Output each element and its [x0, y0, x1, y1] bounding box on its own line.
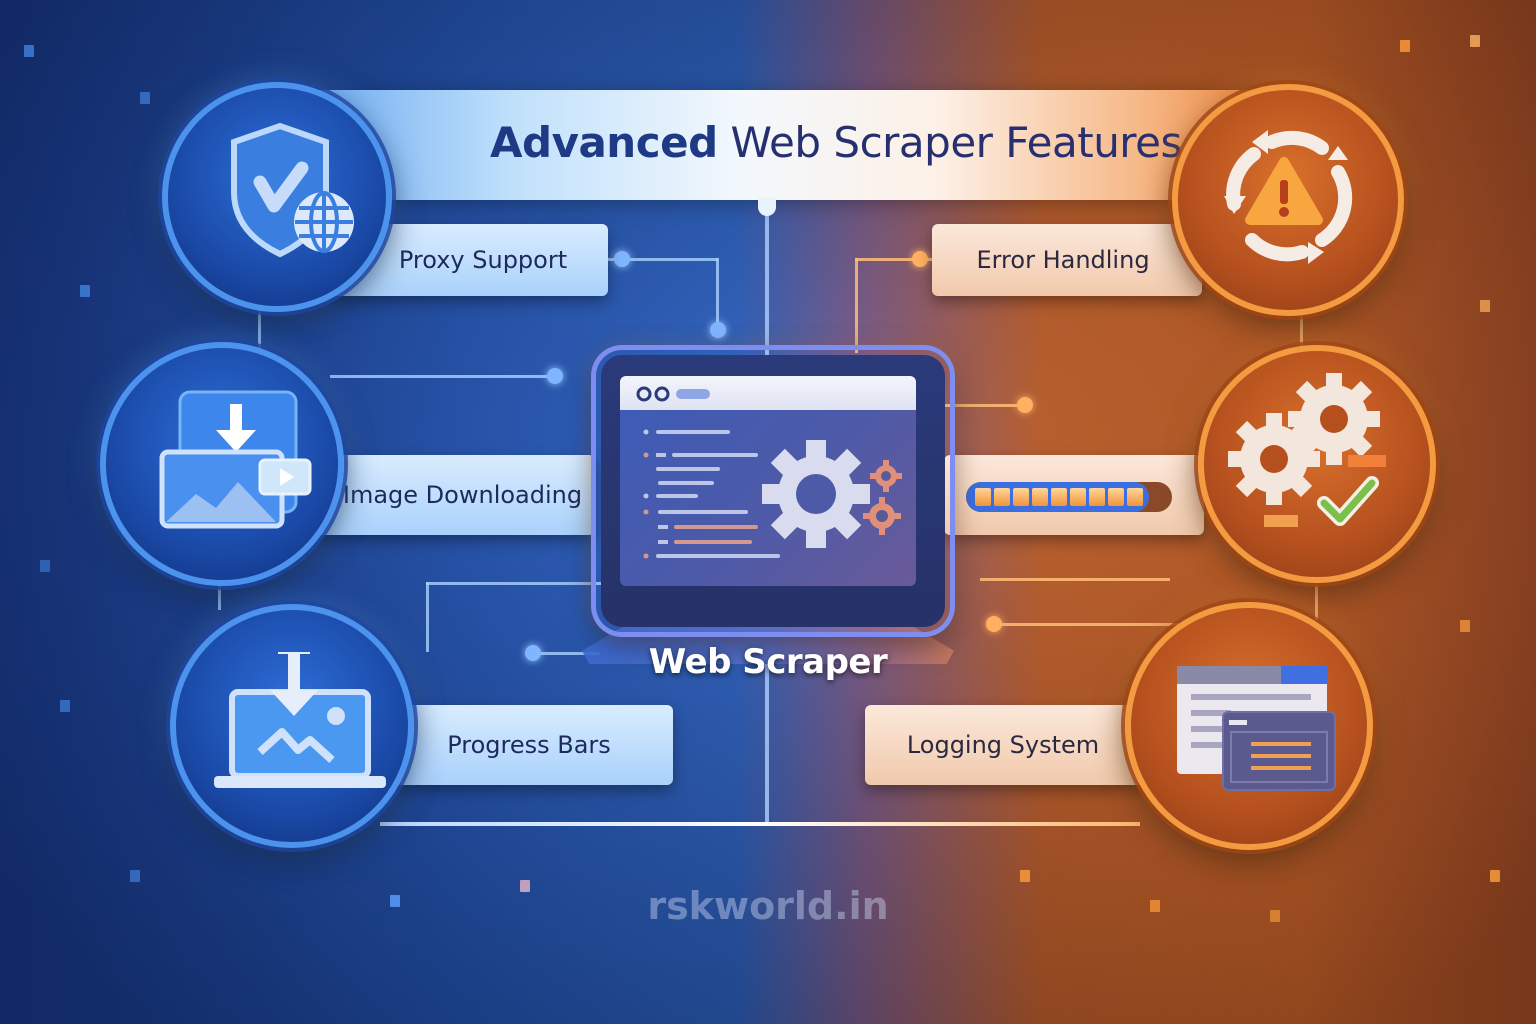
central-label-text: Web Scraper: [648, 642, 888, 682]
feature-progress-bars: [170, 604, 414, 848]
feature-label-text: Progress Bars: [447, 731, 611, 759]
title-rest: Web Scraper Features: [717, 118, 1182, 167]
code-gear-icon: [643, 429, 902, 559]
watermark: rskworld.in: [647, 884, 889, 928]
feature-label-text: Proxy Support: [398, 246, 568, 274]
page-title: Advanced Web Scraper Features: [490, 118, 1182, 167]
feature-label-error-handling: Error Handling: [932, 224, 1202, 296]
laptop-download-icon: [214, 652, 386, 788]
feature-label-logging-system: Logging System: [865, 705, 1165, 785]
window-controls-icon: [636, 386, 710, 402]
feature-label-text: Error Handling: [976, 246, 1150, 274]
browser-toolbar: [620, 376, 916, 410]
warning-cycle-icon: [1224, 130, 1353, 264]
feature-label-image-downloading: Image Downloading: [310, 455, 595, 535]
gears-check-icon: [1228, 373, 1386, 527]
central-label: Web Scraper: [0, 642, 1536, 682]
log-windows-icon: [1177, 666, 1336, 791]
image-download-icon: [159, 390, 312, 529]
feature-label-progress-bars: Progress Bars: [385, 705, 673, 785]
feature-label-text: Image Downloading: [342, 481, 583, 509]
monitor-screen: [620, 376, 916, 586]
shield-globe-icon: [231, 122, 354, 258]
feature-logging-system: [1125, 602, 1373, 850]
title-pin-connector: [758, 198, 776, 216]
progress-bar-widget: [966, 482, 1172, 512]
feature-label-text: Logging System: [906, 731, 1100, 759]
feature-image-downloading: [100, 342, 344, 586]
feature-error-handling: [1172, 84, 1404, 316]
feature-configuration: [1198, 345, 1436, 583]
feature-proxy-support: [162, 82, 392, 312]
monitor-stand: [582, 620, 954, 664]
title-bold: Advanced: [490, 118, 718, 167]
title-banner: [260, 90, 1260, 200]
